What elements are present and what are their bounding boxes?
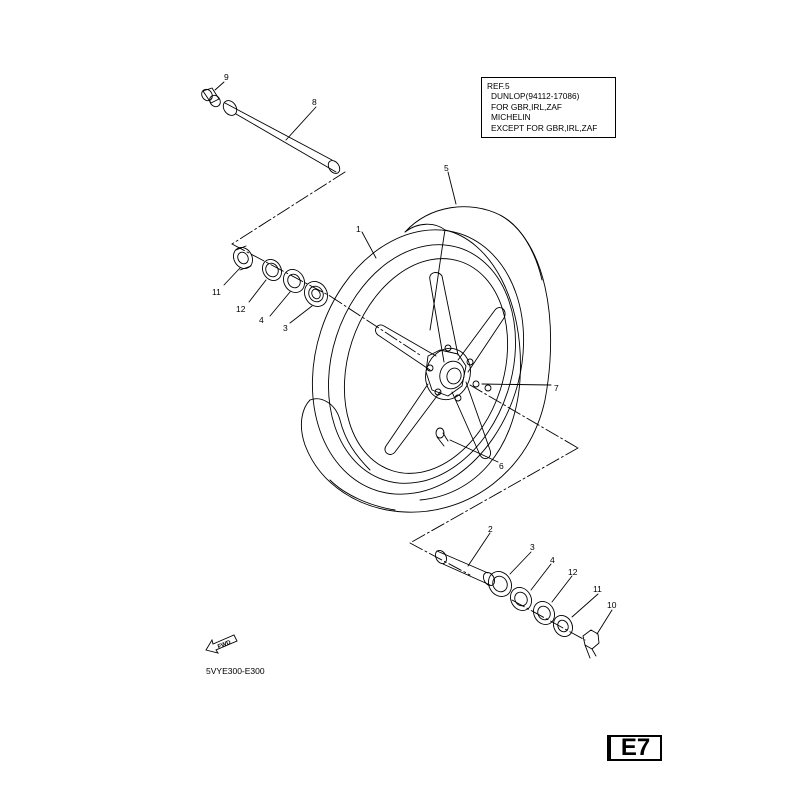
callout-3-lower: 3 (530, 542, 535, 552)
forward-arrow-icon: FWD (205, 634, 238, 654)
assembly-guide-lines (231, 171, 586, 641)
callout-12-lower: 12 (568, 567, 578, 577)
disc-bolts-part-7 (426, 344, 492, 402)
wheel-spokes (375, 272, 506, 460)
ref-note-line-4: MICHELIN (491, 112, 531, 123)
page-code-badge: E7 (607, 735, 662, 761)
leader-lines (214, 81, 613, 635)
callout-4-upper: 4 (259, 315, 264, 325)
callout-labels: 9 8 5 1 11 12 4 3 7 6 2 3 4 12 11 10 (212, 72, 617, 610)
drawing-code: 5VYE300-E300 (206, 666, 265, 676)
fwd-label: FWD (217, 640, 233, 651)
right-spacer-stack (434, 549, 600, 659)
callout-10: 10 (607, 600, 617, 610)
ref-note-line-3: FOR GBR,IRL,ZAF (491, 101, 562, 112)
callout-11-upper: 11 (212, 287, 221, 297)
callout-9: 9 (224, 72, 229, 82)
callout-8: 8 (312, 97, 317, 107)
callout-2: 2 (488, 524, 493, 534)
valve-part-6 (435, 427, 449, 447)
callout-3-upper: 3 (283, 323, 288, 333)
callout-4-lower: 4 (550, 555, 555, 565)
axle-shaft-part-8 (222, 100, 341, 174)
ref-note-line-5: EXCEPT FOR GBR,IRL,ZAF (491, 122, 598, 133)
left-spacer-stack (233, 245, 328, 307)
ref-note-line-1: REF.5 (487, 81, 510, 91)
callout-12-upper: 12 (236, 304, 246, 314)
wheel-hub (425, 347, 471, 401)
callout-5: 5 (444, 163, 449, 173)
axle-collar-part-9 (201, 87, 221, 108)
reference-note-box: REF.5 DUNLOP(94112-17086) FOR GBR,IRL,ZA… (481, 77, 616, 138)
ref-note-line-2: DUNLOP(94112-17086) (491, 91, 580, 102)
callout-1: 1 (356, 224, 361, 234)
wheel-rim-part-1 (311, 229, 525, 495)
callout-7: 7 (554, 383, 559, 393)
tire-part-5 (300, 206, 552, 513)
callout-11-lower: 11 (593, 584, 602, 594)
callout-6: 6 (499, 461, 504, 471)
